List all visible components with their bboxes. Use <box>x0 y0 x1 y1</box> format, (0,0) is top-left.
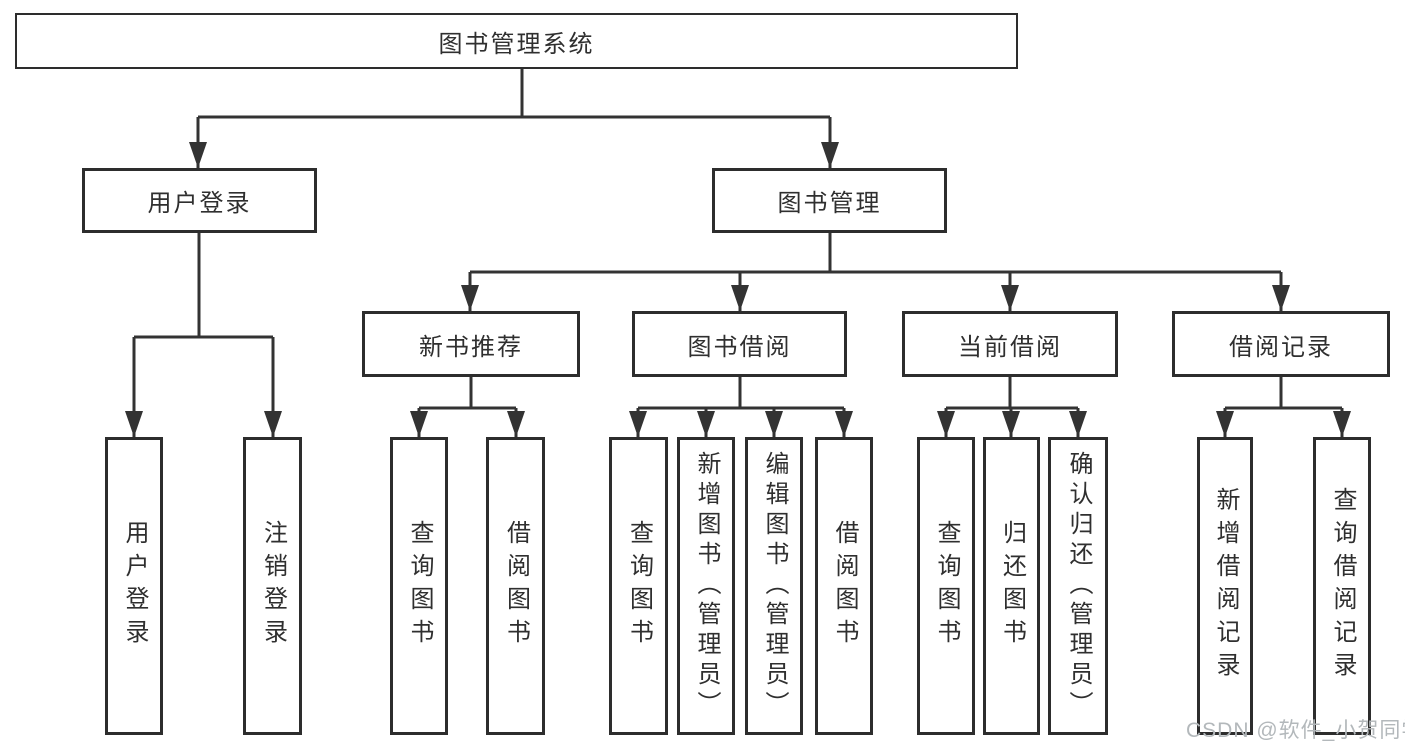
leaf-edit-book-admin-label: 编辑图书（管理员） <box>761 451 788 721</box>
leaf-borrow-query-books: 查询图书 <box>609 437 668 735</box>
node-root-label: 图书管理系统 <box>438 30 595 58</box>
leaf-confirm-return-admin: 确认归还（管理员） <box>1048 437 1108 735</box>
node-user-login-label: 用户登录 <box>147 190 252 217</box>
leaf-recommend-query-books-label: 查询图书 <box>406 520 433 652</box>
leaf-add-book-admin: 新增图书（管理员） <box>677 437 735 735</box>
leaf-recommend-query-books: 查询图书 <box>390 437 448 735</box>
leaf-add-borrow-record-label: 新增借阅记录 <box>1212 487 1239 685</box>
leaf-current-query-books-label: 查询图书 <box>933 520 960 652</box>
leaf-edit-book-admin: 编辑图书（管理员） <box>745 437 803 735</box>
node-borrow-records-label: 借阅记录 <box>1229 333 1333 361</box>
leaf-borrow-query-books-label: 查询图书 <box>625 520 653 652</box>
leaf-return-books: 归还图书 <box>983 437 1040 735</box>
node-book-borrow-label: 图书借阅 <box>687 333 792 361</box>
leaf-current-query-books: 查询图书 <box>917 437 975 735</box>
node-new-book-recommend: 新书推荐 <box>362 311 580 377</box>
node-current-borrow: 当前借阅 <box>902 311 1118 377</box>
leaf-user-login: 用户登录 <box>105 437 163 735</box>
node-book-management: 图书管理 <box>712 168 947 233</box>
leaf-borrow-borrow-books: 借阅图书 <box>815 437 873 735</box>
leaf-user-login-label: 用户登录 <box>121 520 148 652</box>
node-root: 图书管理系统 <box>15 13 1018 69</box>
leaf-logout-label: 注销登录 <box>259 520 287 652</box>
leaf-add-book-admin-label: 新增图书（管理员） <box>693 451 720 721</box>
leaf-recommend-borrow-books-label: 借阅图书 <box>502 520 530 652</box>
leaf-logout: 注销登录 <box>243 437 302 735</box>
node-user-login: 用户登录 <box>82 168 317 233</box>
leaf-borrow-borrow-books-label: 借阅图书 <box>831 520 858 652</box>
leaf-return-books-label: 归还图书 <box>998 520 1026 652</box>
leaf-query-borrow-record: 查询借阅记录 <box>1313 437 1371 735</box>
node-book-management-label: 图书管理 <box>777 190 882 217</box>
watermark-text: CSDN @软件_小贺同学 <box>1186 719 1405 742</box>
leaf-recommend-borrow-books: 借阅图书 <box>486 437 545 735</box>
leaf-query-borrow-record-label: 查询借阅记录 <box>1329 487 1356 685</box>
leaf-confirm-return-admin-label: 确认归还（管理员） <box>1065 451 1092 721</box>
node-new-book-recommend-label: 新书推荐 <box>419 333 523 361</box>
node-current-borrow-label: 当前借阅 <box>958 333 1062 361</box>
node-book-borrow: 图书借阅 <box>632 311 847 377</box>
leaf-add-borrow-record: 新增借阅记录 <box>1197 437 1253 735</box>
node-borrow-records: 借阅记录 <box>1172 311 1390 377</box>
